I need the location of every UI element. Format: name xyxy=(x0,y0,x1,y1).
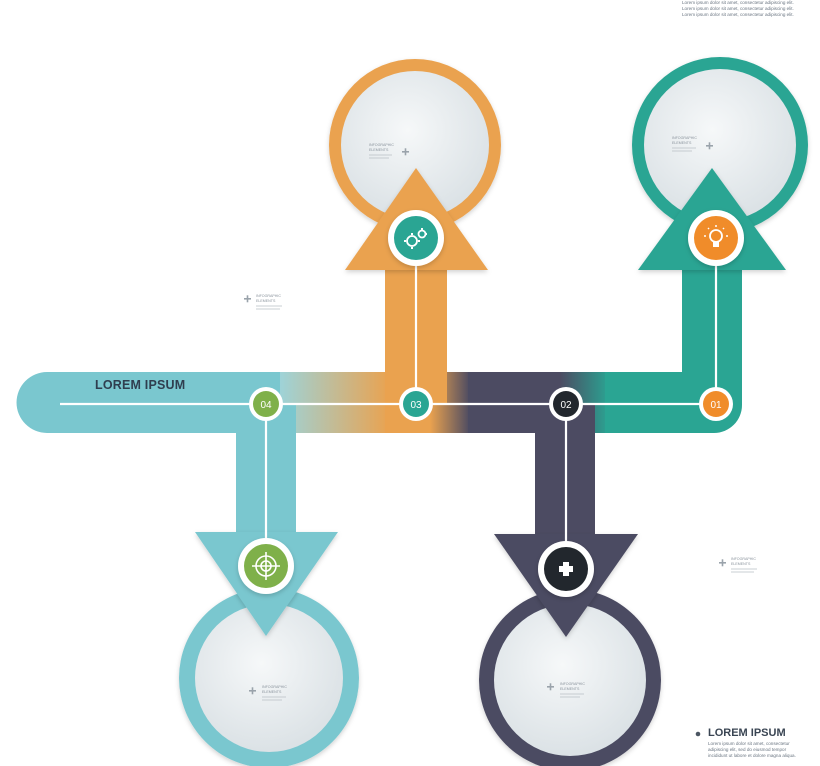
bottom-right-text-block: Lorem ipsum dolor sit amet, consectetur … xyxy=(708,741,796,759)
label-dark-circle-1: INFOGRAPHIC xyxy=(560,682,585,686)
target-icon xyxy=(238,538,294,594)
plus-icon xyxy=(538,541,594,597)
label-orange-circle-1: INFOGRAPHIC xyxy=(369,143,394,147)
top-text-line-1: Lorem ipsum dolor sit amet, consectetur … xyxy=(682,0,794,5)
br-text-line-2: adipiscing elit, sed do eiusmod tempor xyxy=(708,747,787,752)
step-number-02: 02 xyxy=(560,400,572,411)
bottom-right-title: LOREM IPSUM xyxy=(708,727,786,739)
br-text-line-3: incididunt ut labore et dolore magna ali… xyxy=(708,753,796,758)
step-node-02: 02 xyxy=(549,387,583,421)
step-number-04: 04 xyxy=(260,400,272,411)
label-dark-circle-2: ELEMENTS xyxy=(560,687,580,691)
diagram-title: LOREM IPSUM xyxy=(95,378,186,392)
circle-labels: INFOGRAPHIC ELEMENTS INFOGRAPHIC ELEMENT… xyxy=(256,136,756,694)
step-node-03: 03 xyxy=(399,387,433,421)
bullet-dot xyxy=(695,731,701,737)
circle-teal xyxy=(632,57,808,233)
bar-segment-04 xyxy=(16,372,300,433)
step-node-04: 04 xyxy=(249,387,283,421)
teal-arrow-shaft xyxy=(682,255,742,405)
filler-lines xyxy=(256,147,757,701)
top-text-line-2: Lorem ipsum dolor sit amet, consectetur … xyxy=(682,6,794,11)
bar-blend-04-03 xyxy=(280,372,390,433)
label-free-left-2: ELEMENTS xyxy=(256,299,276,303)
br-text-line-1: Lorem ipsum dolor sit amet, consectetur xyxy=(708,741,790,746)
lightbulb-icon xyxy=(688,210,744,266)
label-lightblue-circle-1: INFOGRAPHIC xyxy=(262,685,287,689)
top-right-text-block: Lorem ipsum dolor sit amet, consectetur … xyxy=(682,0,794,18)
step-number-01: 01 xyxy=(710,400,722,411)
circle-orange xyxy=(329,59,501,231)
circle-lightblue xyxy=(179,588,359,766)
label-teal-circle-2: ELEMENTS xyxy=(672,141,692,145)
circle-dark xyxy=(479,589,661,766)
gears-icon xyxy=(388,210,444,266)
label-free-right-1: INFOGRAPHIC xyxy=(731,557,756,561)
label-orange-circle-2: ELEMENTS xyxy=(369,148,389,152)
label-free-right-2: ELEMENTS xyxy=(731,562,751,566)
label-teal-circle-1: INFOGRAPHIC xyxy=(672,136,697,140)
connector-lines xyxy=(60,240,718,568)
label-free-left-1: INFOGRAPHIC xyxy=(256,294,281,298)
top-text-line-3: Lorem ipsum dolor sit amet, consectetur … xyxy=(682,12,794,17)
step-node-01: 01 xyxy=(699,387,733,421)
step-number-03: 03 xyxy=(410,400,422,411)
label-lightblue-circle-2: ELEMENTS xyxy=(262,690,282,694)
plus-markers xyxy=(244,142,726,695)
